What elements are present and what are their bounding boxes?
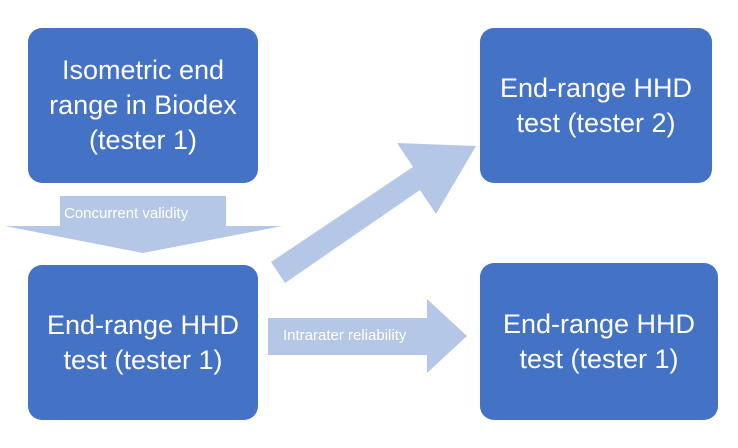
intrarater-right-label: Intrarater reliability — [283, 327, 407, 344]
hhd-tester2-box: End-range HHD test (tester 2) — [480, 28, 712, 183]
isometric-biodex-label: Isometric end range in Biodex (tester 1) — [49, 55, 237, 155]
hhd-tester2-label: End-range HHD test (tester 2) — [499, 72, 693, 138]
hhd-tester1-left-label: End-range HHD test (tester 1) — [46, 309, 240, 375]
hhd-tester1-left-box: End-range HHD test (tester 1) — [28, 265, 258, 420]
intrarater-right-arrow — [268, 299, 467, 373]
hhd-tester1-right-box: End-range HHD test (tester 1) — [480, 263, 718, 420]
intrarater-diagonal-arrow — [271, 143, 476, 283]
concurrent-validity-label: Concurrent validity — [64, 205, 189, 222]
isometric-biodex-box: Isometric end range in Biodex (tester 1) — [28, 28, 258, 183]
concurrent-validity-arrow — [5, 196, 282, 253]
hhd-tester1-right-label: End-range HHD test (tester 1) — [502, 308, 696, 374]
